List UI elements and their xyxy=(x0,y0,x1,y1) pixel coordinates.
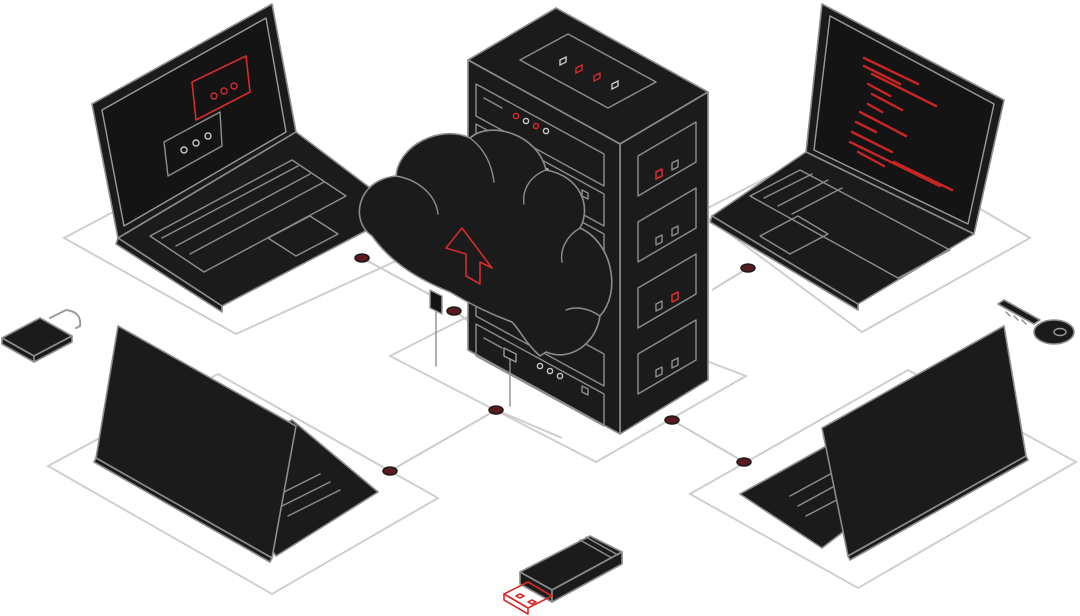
cloud-upload-icon xyxy=(358,129,613,407)
code-lines xyxy=(848,56,954,192)
chat-bubble-icon xyxy=(163,55,251,177)
connection-nodes xyxy=(354,253,756,476)
usb-drive-icon xyxy=(503,535,623,615)
laptop-code-icon xyxy=(709,3,1005,311)
connection-lines xyxy=(361,257,749,472)
laptop-back-icon xyxy=(739,325,1029,561)
laptop-back-icon xyxy=(93,325,379,563)
laptop-chat-icon xyxy=(91,3,403,313)
key-icon xyxy=(997,299,1075,345)
padlock-icon xyxy=(1,309,82,363)
